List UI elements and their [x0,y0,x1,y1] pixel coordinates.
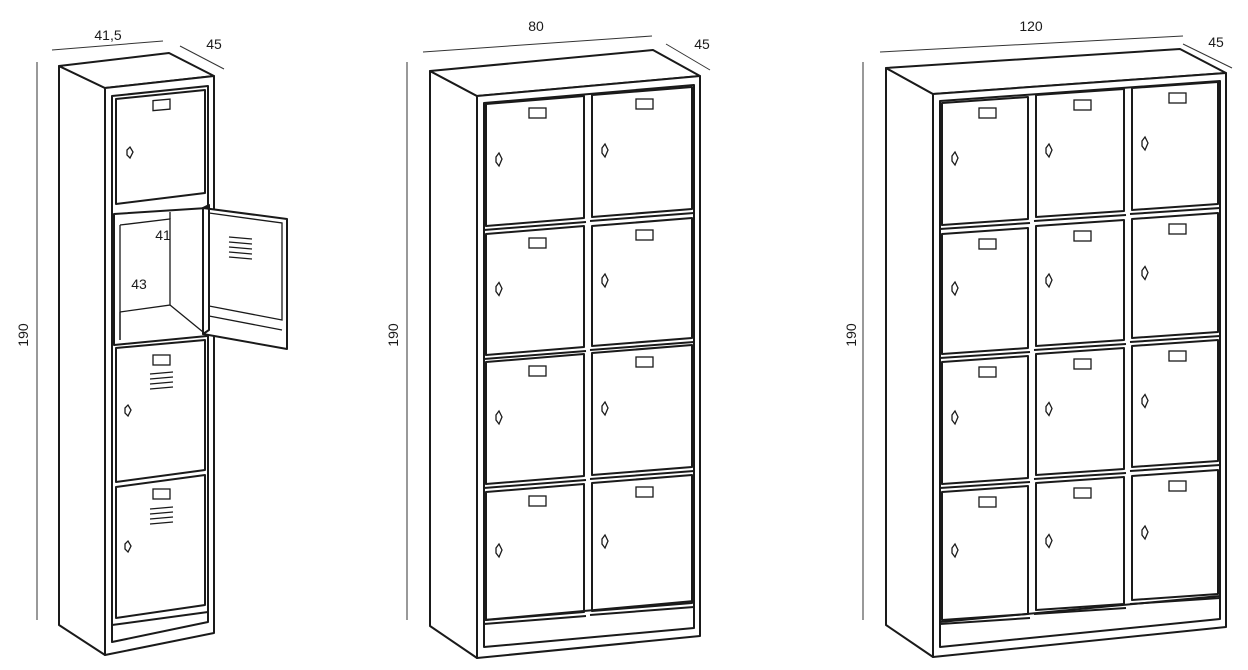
keyhole-icon [1141,393,1149,409]
height-label: 190 [843,323,859,347]
cabinet-side-panel [429,70,478,659]
label-holder-icon [528,237,547,249]
locker-door[interactable] [1033,88,1127,222]
cabinet-side-panel [885,67,934,658]
label-holder-icon [635,98,654,110]
locker-door[interactable] [483,225,587,360]
keyhole-icon [601,272,609,289]
width-label: 41,5 [94,27,121,43]
keyhole-icon [951,150,959,167]
label-holder-icon [1168,223,1187,235]
locker-door[interactable] [1033,219,1127,351]
compartment-width-label: 41 [155,227,171,243]
keyhole-icon [1045,142,1053,159]
keyhole-icon [601,533,609,550]
locker-double: 80 45 190 [385,18,711,659]
locker-single: 41,5 45 190 41 43 [15,27,288,656]
locker-door[interactable] [589,86,695,222]
locker-door[interactable] [939,96,1031,230]
keyhole-icon [1141,524,1149,541]
depth-label: 45 [694,36,710,52]
label-holder-icon [152,98,171,112]
locker-door[interactable] [939,227,1031,359]
keyhole-icon [1045,533,1053,549]
keyhole-icon [601,142,609,159]
keyhole-icon [1141,135,1149,152]
label-holder-icon [528,107,547,119]
locker-door[interactable] [115,89,206,205]
label-holder-icon [528,365,547,377]
label-holder-icon [635,486,654,498]
locker-door[interactable] [115,474,206,619]
label-holder-icon [528,495,547,507]
depth-label: 45 [1208,34,1224,50]
label-holder-icon [978,366,997,378]
locker-door[interactable] [1129,81,1221,215]
keyhole-icon [951,280,959,297]
locker-door[interactable] [483,95,587,231]
label-holder-icon [978,107,997,119]
width-label: 80 [528,18,544,34]
locker-door[interactable] [589,344,695,480]
cabinet-front-frame [476,75,701,659]
keyhole-icon [495,409,503,426]
locker-door[interactable] [939,355,1031,489]
open-compartment: 41 43 [113,207,208,346]
keyhole-icon [124,403,132,418]
width-label: 120 [1019,18,1043,34]
cabinet-front-frame [932,72,1227,658]
keyhole-icon [495,542,503,559]
label-holder-icon [152,354,171,366]
depth-label: 45 [206,36,222,52]
keyhole-icon [126,145,134,160]
height-label: 190 [385,323,401,347]
locker-triple: 120 45 190 [843,18,1233,658]
label-holder-icon [635,356,654,368]
height-label: 190 [15,323,31,347]
label-holder-icon [1168,480,1187,492]
keyhole-icon [1045,401,1053,417]
locker-door[interactable] [1033,476,1127,615]
keyhole-icon [1045,272,1053,289]
label-holder-icon [978,238,997,250]
keyhole-icon [951,409,959,426]
keyhole-icon [495,151,503,168]
label-holder-icon [1073,99,1092,111]
keyhole-icon [601,400,609,417]
compartment-height-label: 43 [131,276,147,292]
label-holder-icon [978,496,997,508]
label-holder-icon [1073,358,1092,370]
locker-door[interactable] [115,339,206,483]
keyhole-icon [124,539,132,554]
label-holder-icon [1168,350,1187,362]
label-holder-icon [152,488,171,500]
cabinet-side-panel [58,65,106,656]
keyhole-icon [495,281,503,297]
vent-slots-icon [149,506,174,525]
locker-door[interactable] [1129,212,1221,343]
keyhole-icon [1141,265,1149,281]
locker-door[interactable] [589,217,695,351]
vent-slots-icon [228,236,253,260]
locker-door[interactable] [939,485,1031,625]
locker-door[interactable] [1129,339,1221,472]
label-holder-icon [1073,487,1092,499]
open-locker-door[interactable] [202,204,288,350]
vent-slots-icon [149,371,174,390]
locker-door[interactable] [1033,347,1127,480]
locker-door[interactable] [483,483,587,625]
keyhole-icon [951,542,959,559]
locker-door[interactable] [483,353,587,489]
label-holder-icon [635,229,654,241]
locker-door[interactable] [589,474,695,616]
label-holder-icon [1073,230,1092,242]
label-holder-icon [1168,92,1187,104]
locker-door[interactable] [1129,469,1221,605]
